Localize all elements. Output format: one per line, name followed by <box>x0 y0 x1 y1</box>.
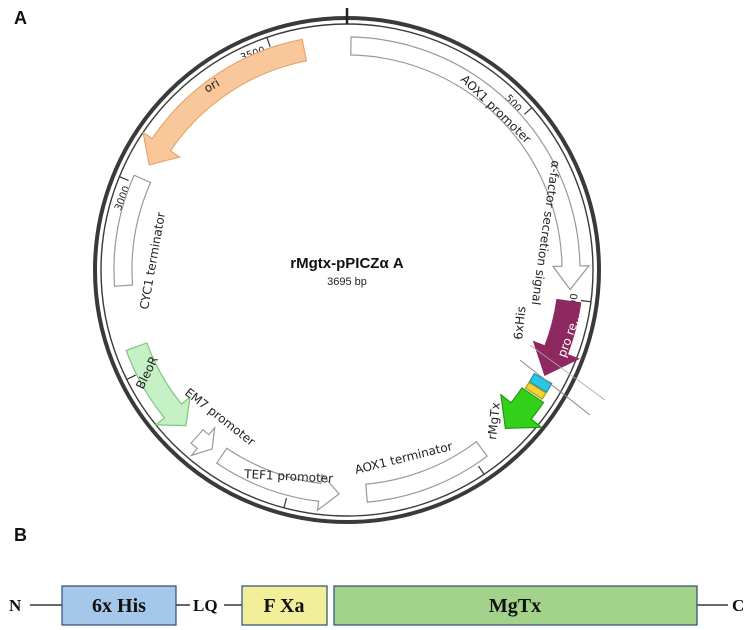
plasmid-backbone <box>93 8 601 524</box>
feature-map <box>113 36 591 512</box>
mgtx-box <box>333 585 698 626</box>
plasmid-name: rMgtx-pPICZα A <box>290 255 404 272</box>
c-terminus-label: C <box>732 596 744 615</box>
n-terminus-label: N <box>9 596 22 615</box>
insert-boundary-lines <box>519 344 606 416</box>
tick-mark-3500 <box>266 37 271 48</box>
tef1-promoter-arrow <box>215 447 341 512</box>
label-em7-promoter: EM7 promoter <box>182 385 258 448</box>
fxa-site-marker <box>524 381 547 400</box>
his-tag-marker <box>528 372 553 394</box>
label-aox1-promoter: AOX1 promoter <box>458 72 534 146</box>
rmgtx-arrow <box>500 387 545 430</box>
plasmid-size: 3695 bp <box>327 276 367 288</box>
cyc1-terminator-box <box>113 174 152 287</box>
aox1-terminator-box <box>365 440 489 503</box>
tick-mark-2000 <box>283 497 288 508</box>
his-tag-box <box>61 585 177 626</box>
aox1-promoter-arrow <box>350 36 591 291</box>
bleor-arrow <box>125 342 191 427</box>
fxa-box <box>241 585 328 626</box>
tick-mark-1500 <box>477 465 485 475</box>
label-rmgtx: rMgTx <box>485 402 503 441</box>
tick-mark-500 <box>523 107 533 115</box>
tick-mark-1000 <box>580 299 592 303</box>
linker-label: LQ <box>193 596 218 615</box>
panel-b-letter: B <box>14 525 27 545</box>
ori-arrow <box>142 38 308 166</box>
panel-a-letter: A <box>14 8 27 28</box>
fxa-label: F Xa <box>264 595 305 617</box>
fusion-construct: 6x His F Xa MgTx N LQ C <box>9 585 744 626</box>
tick-mark-3000 <box>119 176 129 182</box>
em7-promoter-arrow <box>189 425 216 457</box>
label-his-tag: 6xHis <box>511 306 528 341</box>
tick-mark-2500 <box>126 374 136 381</box>
label-ori: ori <box>202 76 223 96</box>
label-cyc1-terminator: CYC1 terminator <box>137 211 168 310</box>
mgtx-label: MgTx <box>489 595 541 617</box>
label-tef1-promoter: TEF1 promoter <box>243 467 334 486</box>
his-tag-label: 6x His <box>92 595 146 617</box>
